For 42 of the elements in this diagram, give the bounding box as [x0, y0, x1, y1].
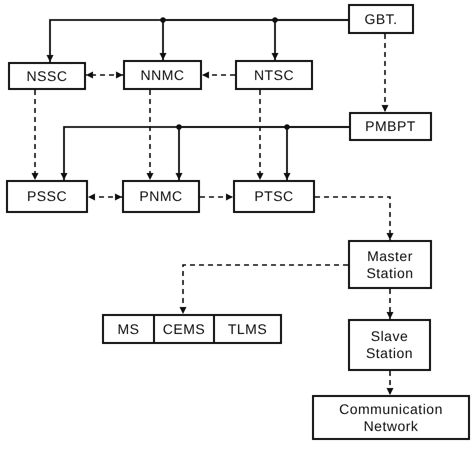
box-label: Communication Network — [338, 400, 444, 434]
process-box — [235, 60, 313, 90]
arrow — [202, 72, 235, 78]
box-label: PMBPT — [365, 118, 416, 135]
arrow — [32, 90, 38, 180]
arrow — [86, 72, 123, 78]
arrow — [272, 19, 348, 60]
box-label: PNMC — [139, 188, 183, 205]
arrow — [386, 371, 394, 395]
box-label: NNMC — [140, 66, 184, 84]
box-label: CEMS — [162, 320, 206, 338]
arrow — [200, 194, 233, 200]
box-label: PTSC — [254, 188, 294, 205]
process-box — [153, 314, 215, 344]
arrow — [382, 34, 388, 112]
process-box — [122, 180, 200, 213]
box-label: NSSC — [26, 68, 68, 84]
arrow — [315, 196, 394, 240]
process-box — [102, 314, 155, 344]
process-box — [348, 319, 431, 371]
arrow — [88, 194, 122, 200]
box-label: NTSC — [254, 66, 294, 84]
process-box — [213, 314, 282, 344]
box-label: Slave Station — [364, 328, 414, 362]
box-label: TLMS — [228, 320, 268, 338]
arrow — [180, 264, 348, 314]
box-label: Master Station — [365, 248, 415, 282]
process-box — [312, 395, 470, 440]
process-box — [348, 4, 414, 34]
process-box — [233, 180, 315, 213]
process-box — [123, 60, 202, 90]
arrow — [256, 90, 264, 180]
box-label: PSSC — [26, 188, 68, 205]
arrow — [386, 289, 394, 319]
box-label: GBT. — [364, 10, 398, 28]
box-label: MS — [118, 320, 140, 338]
process-box — [6, 180, 88, 213]
arrow — [284, 126, 349, 180]
process-box — [349, 112, 432, 141]
process-box — [8, 62, 86, 90]
arrow — [146, 90, 154, 180]
process-box — [348, 240, 432, 289]
